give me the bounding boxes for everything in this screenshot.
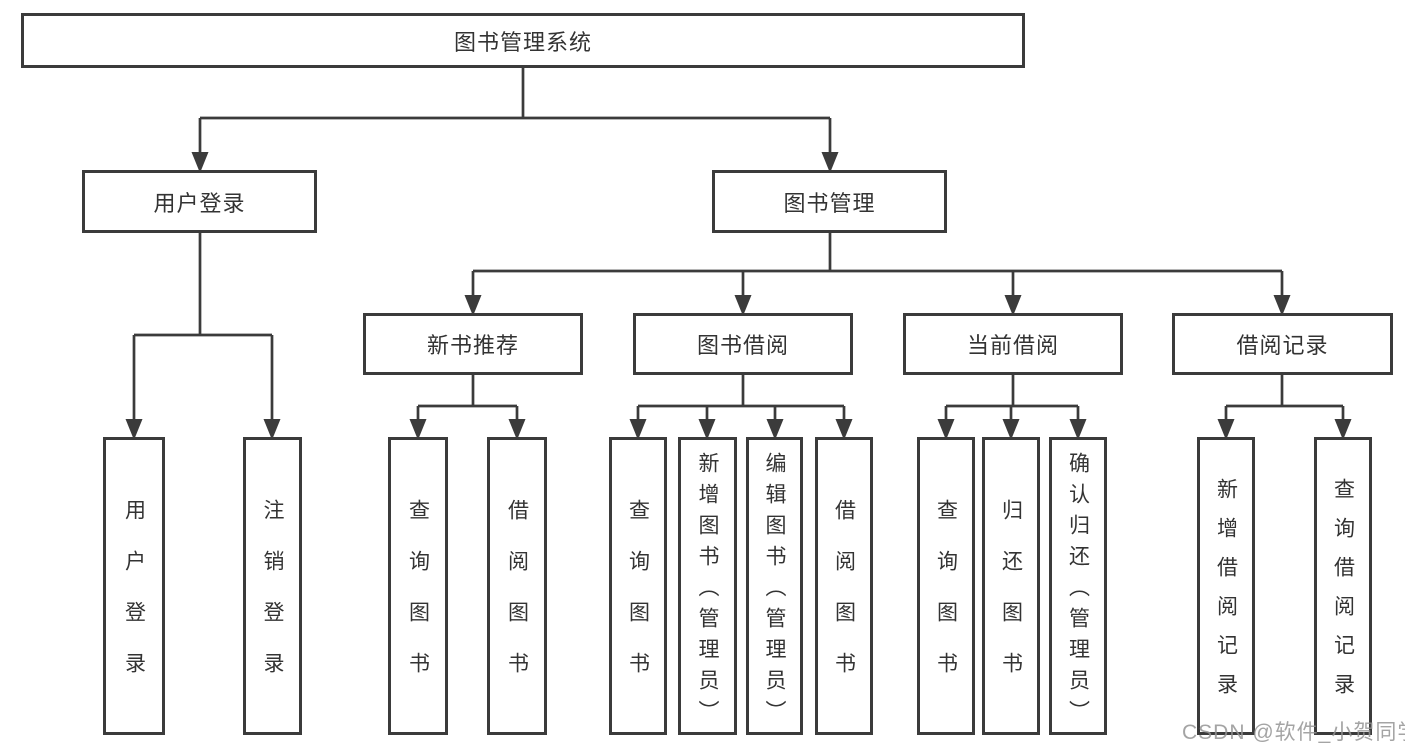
leaf-return-books: 归还图书: [982, 437, 1040, 735]
csdn-watermark: CSDN @软件_小贺同学: [1182, 721, 1405, 744]
node-book-management: 图书管理: [712, 170, 947, 233]
leaf-borrow-query-books: 查询图书: [609, 437, 667, 735]
leaf-borrow-query-books-label: 查询图书: [626, 499, 650, 703]
leaf-recommend-query-books-label: 查询图书: [406, 499, 430, 703]
leaf-return-books-label: 归还图书: [999, 499, 1023, 703]
leaf-logout-label: 注销登录: [261, 499, 284, 703]
leaf-current-query-books: 查询图书: [917, 437, 975, 735]
leaf-logout: 注销登录: [243, 437, 302, 735]
leaf-confirm-return-admin: 确认归还（管理员）: [1049, 437, 1107, 735]
node-new-book-recommend: 新书推荐: [363, 313, 583, 375]
leaf-add-book-admin-label: 新增图书（管理员）: [696, 451, 719, 731]
leaf-user-login: 用户登录: [103, 437, 165, 735]
leaf-borrow-borrow-books-label: 借阅图书: [832, 499, 856, 703]
leaf-current-query-books-label: 查询图书: [934, 499, 958, 703]
leaf-query-borrow-record-label: 查询借阅记录: [1331, 478, 1355, 712]
leaf-edit-book-admin-label: 编辑图书（管理员）: [763, 451, 786, 731]
node-user-login: 用户登录: [82, 170, 317, 233]
leaf-query-borrow-record: 查询借阅记录: [1314, 437, 1372, 735]
leaf-recommend-borrow-books: 借阅图书: [487, 437, 547, 735]
leaf-recommend-borrow-books-label: 借阅图书: [505, 499, 529, 703]
leaf-recommend-query-books: 查询图书: [388, 437, 448, 735]
node-borrow-records: 借阅记录: [1172, 313, 1393, 375]
arrowheads: [125, 152, 1352, 440]
leaf-edit-book-admin: 编辑图书（管理员）: [746, 437, 803, 735]
node-current-borrow: 当前借阅: [903, 313, 1123, 375]
leaf-user-login-label: 用户登录: [122, 499, 146, 703]
leaf-add-borrow-record-label: 新增借阅记录: [1214, 478, 1238, 712]
leaf-confirm-return-admin-label: 确认归还（管理员）: [1066, 451, 1090, 731]
leaf-add-borrow-record: 新增借阅记录: [1197, 437, 1255, 735]
node-book-borrow: 图书借阅: [633, 313, 853, 375]
leaf-add-book-admin: 新增图书（管理员）: [678, 437, 737, 735]
leaf-borrow-borrow-books: 借阅图书: [815, 437, 873, 735]
node-library-management-system: 图书管理系统: [21, 13, 1025, 68]
